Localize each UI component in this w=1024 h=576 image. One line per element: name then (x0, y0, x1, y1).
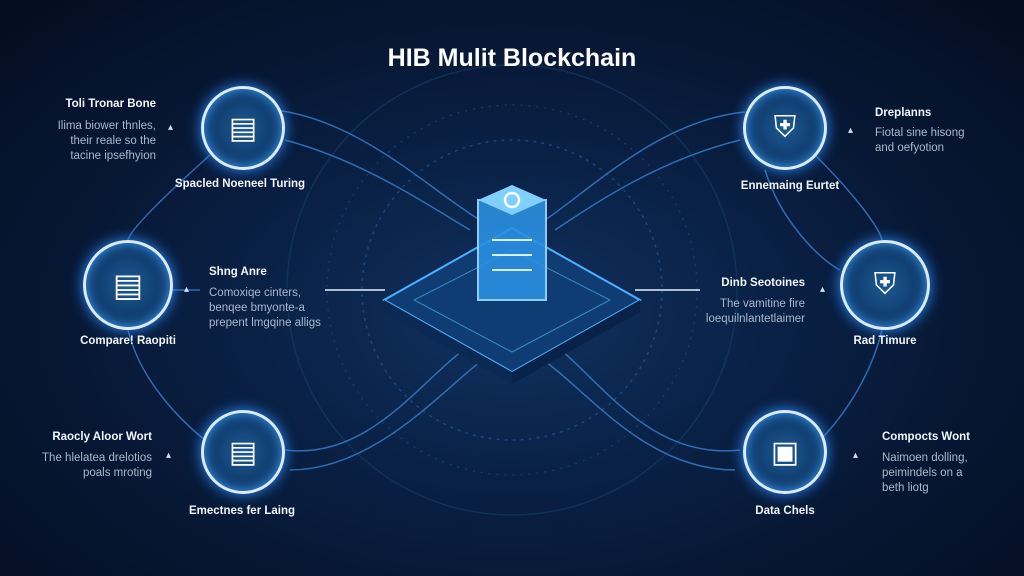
heading: Compocts Wont (882, 431, 970, 443)
clipboard-icon: ▤ (228, 435, 258, 469)
heading: Dinb Seotoines (721, 277, 805, 289)
node-top-left[interactable]: ▤ (201, 86, 285, 170)
node-bottom-left[interactable]: ▤ (201, 410, 285, 494)
badge-icon: ⛨ (873, 268, 897, 301)
node-bottom-right[interactable]: ▣ (743, 410, 827, 494)
arrow-icon: ▴ (166, 450, 172, 461)
heading: Dreplanns (875, 107, 932, 119)
node-label: Data Chels (755, 505, 815, 517)
node-top-right[interactable]: ⛨ (743, 86, 827, 170)
node-label: Ennemaing Eurtet (740, 180, 840, 192)
heading: Raocly Aloor Wort (52, 431, 152, 443)
document-icon: ▤ (112, 267, 144, 303)
document-icon: ▤ (228, 111, 258, 145)
heading: Shng Anre (209, 266, 267, 278)
node-label: Rad Timure (853, 335, 917, 347)
central-blockchain-chip (381, 185, 643, 384)
monitor-icon: ▣ (770, 435, 800, 469)
node-label: Spacled Noeneel Turing (174, 178, 306, 190)
arrow-icon: ▴ (184, 284, 190, 295)
arrow-icon: ▴ (848, 125, 854, 136)
node-label: Emectnes fer Laing (188, 505, 296, 517)
node-mid-left[interactable]: ▤ (83, 240, 173, 330)
node-mid-right[interactable]: ⛨ (840, 240, 930, 330)
arrow-icon: ▴ (853, 450, 859, 461)
page-title: HIB Mulit Blockchain (387, 44, 637, 72)
shield-icon: ⛨ (773, 111, 797, 144)
arrow-icon: ▴ (820, 284, 826, 295)
node-label: Compare! Raopiti (80, 335, 176, 347)
heading: Toli Tronar Bone (65, 98, 156, 110)
arrow-icon: ▴ (168, 122, 174, 133)
